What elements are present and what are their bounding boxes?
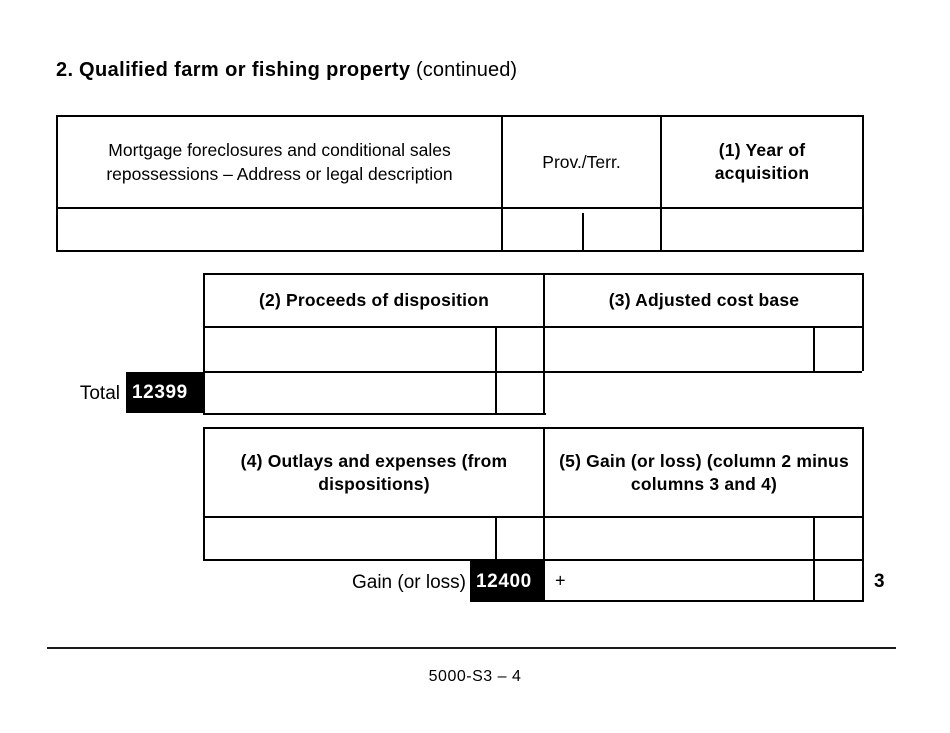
input-adjusted-cost-base-cents[interactable] xyxy=(815,328,863,371)
header-adjusted-cost-base: (3) Adjusted cost base xyxy=(608,290,800,310)
line-code-12399: 12399 xyxy=(126,372,205,413)
column2-cents-divider xyxy=(495,326,497,413)
footer-divider xyxy=(47,647,896,649)
table-three-column-divider xyxy=(543,429,545,600)
form-code-footer: 5000-S3 – 4 xyxy=(428,668,522,685)
header-proceeds-of-disposition: (2) Proceeds of disposition xyxy=(258,290,489,310)
table-one-header-divider xyxy=(58,207,862,209)
input-total-proceeds-dollars[interactable] xyxy=(205,373,495,413)
column3-cents-divider xyxy=(813,326,815,371)
plus-operator: + xyxy=(555,570,566,590)
section-title: Qualified farm or fishing property xyxy=(79,59,411,81)
table-three-header-divider xyxy=(205,516,862,518)
input-adjusted-cost-base-dollars[interactable] xyxy=(545,328,813,371)
table-two-column3-mask xyxy=(546,371,868,419)
input-year-of-acquisition[interactable] xyxy=(662,209,862,250)
table-two-column-divider xyxy=(543,275,545,413)
input-proceeds-cents[interactable] xyxy=(497,328,543,371)
section-number: 2. xyxy=(56,59,74,81)
total-row-label: Total xyxy=(79,383,120,404)
table-two-column2-bottom-edge xyxy=(203,413,545,415)
input-proceeds-dollars[interactable] xyxy=(205,328,495,371)
input-gain-dollars[interactable] xyxy=(545,518,813,559)
header-outlays-and-expenses: (4) Outlays and expenses (from dispositi… xyxy=(240,450,508,494)
line-number-reference: 3 xyxy=(874,571,885,592)
table-two-row-divider xyxy=(205,371,862,373)
input-outlays-dollars[interactable] xyxy=(205,518,495,559)
input-gain-total-cents[interactable] xyxy=(815,561,863,600)
table-three-column5-left-edge xyxy=(543,559,545,602)
header-gain-or-loss: (5) Gain (or loss) (column 2 minus colum… xyxy=(559,450,849,494)
input-address-description[interactable] xyxy=(58,209,501,250)
proceeds-and-cost-base-table: (2) Proceeds of disposition (3) Adjusted… xyxy=(203,273,868,419)
input-outlays-cents[interactable] xyxy=(497,518,543,559)
input-gain-cents[interactable] xyxy=(815,518,863,559)
table-one-column-divider-1 xyxy=(501,117,503,250)
table-two-column2-right-edge xyxy=(543,371,545,415)
property-description-table: Mortgage foreclosures and conditional sa… xyxy=(56,115,864,252)
table-three-column4-bottom-edge xyxy=(203,559,545,561)
line-code-12400: 12400 xyxy=(470,561,544,602)
column5-cents-divider xyxy=(813,516,815,600)
section-suffix: (continued) xyxy=(416,59,518,81)
header-year-of-acquisition: (1) Year of acquisition xyxy=(714,140,810,183)
input-total-proceeds-cents[interactable] xyxy=(497,373,543,413)
gain-row-label: Gain (or loss) xyxy=(351,572,466,593)
header-province-territory: Prov./Terr. xyxy=(542,152,621,172)
province-field-separator xyxy=(582,213,584,250)
table-one-column-divider-2 xyxy=(660,117,662,250)
header-address-description: Mortgage foreclosures and conditional sa… xyxy=(106,140,453,184)
input-gain-total-dollars[interactable]: + xyxy=(545,561,813,600)
column4-cents-divider xyxy=(495,516,497,559)
table-two-header-divider xyxy=(205,326,862,328)
section-heading: 2. Qualified farm or fishing property (c… xyxy=(56,57,517,83)
